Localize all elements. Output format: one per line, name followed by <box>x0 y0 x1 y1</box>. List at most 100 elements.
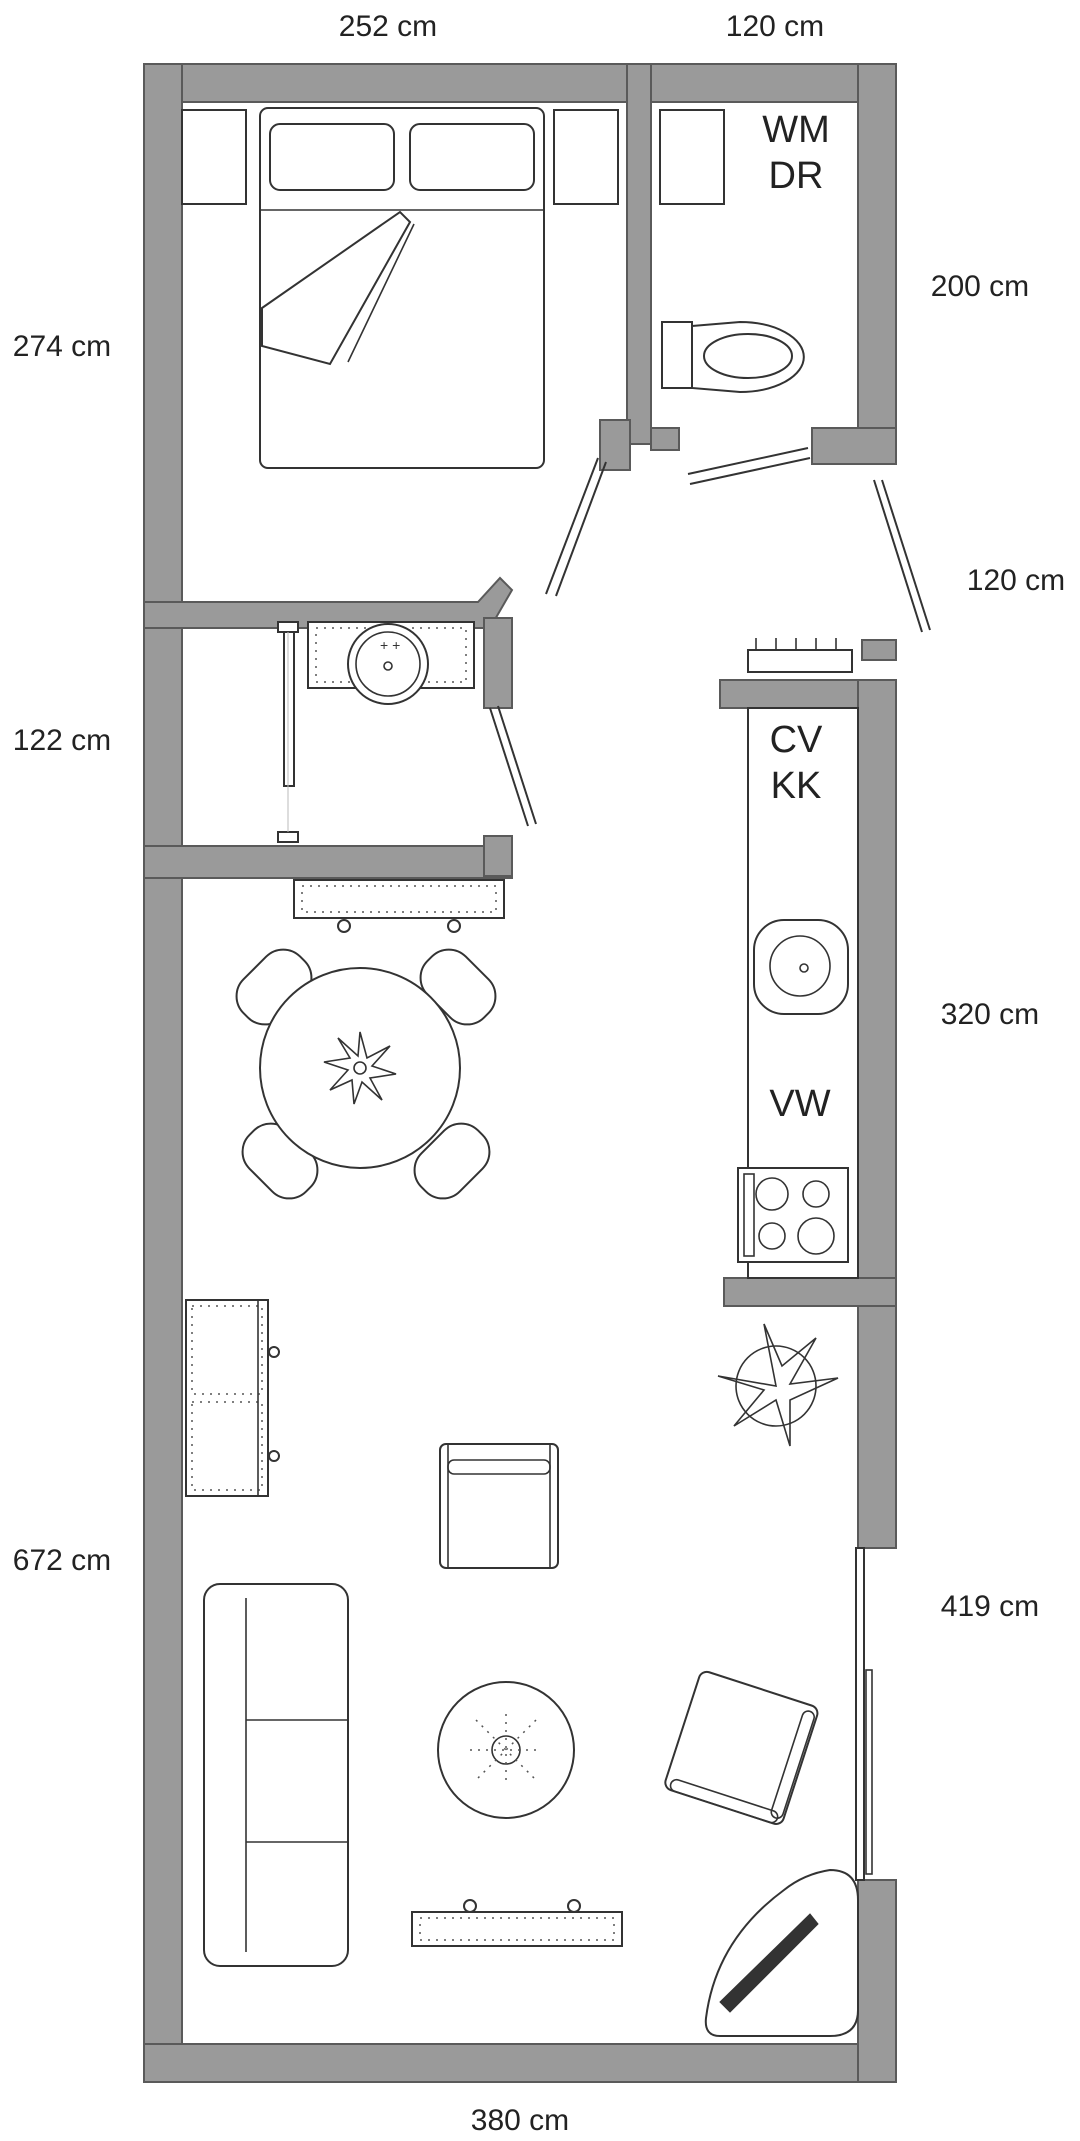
wall-washroom-right <box>483 617 513 709</box>
bookcase-knob-1 <box>268 1346 280 1358</box>
sofa[interactable] <box>203 1583 349 1967</box>
armchair-angled[interactable] <box>663 1670 819 1826</box>
washer-dryer-stack[interactable] <box>659 109 725 205</box>
coffee-table[interactable] <box>437 1681 575 1819</box>
tv-bench-detail <box>419 1917 615 1941</box>
stove-knobs <box>743 1173 755 1257</box>
hall-door-edge <box>873 479 923 633</box>
hall-door[interactable] <box>881 479 931 631</box>
stove[interactable] <box>737 1167 849 1263</box>
bathroom-door[interactable] <box>687 447 809 475</box>
bathroom: WM DR <box>659 109 931 633</box>
bedroom-door-edge <box>545 457 599 595</box>
cabinet-label: KK <box>771 765 822 807</box>
wall-bath-right <box>857 63 897 465</box>
sink-bowl[interactable] <box>347 623 429 705</box>
armchair-back <box>447 1459 551 1475</box>
radiator <box>747 649 853 673</box>
armchair-back <box>669 1778 779 1824</box>
wall-bedroom-bottom <box>143 576 514 629</box>
dim-washroom-height: 122 cm <box>13 724 111 757</box>
duvet-fold <box>261 210 412 366</box>
fridge-label: VW <box>769 1083 830 1125</box>
window-sash[interactable] <box>865 1669 873 1875</box>
dim-bottom-width: 380 cm <box>471 2104 569 2137</box>
toilet-seat <box>703 333 793 379</box>
toilet[interactable] <box>661 320 805 394</box>
tap-icon: + + <box>380 637 400 653</box>
nightstand-left[interactable] <box>181 109 247 205</box>
burner-3 <box>758 1222 786 1250</box>
wall-washroom-bottom <box>143 845 513 879</box>
wall-left <box>143 63 183 2083</box>
bed[interactable] <box>259 107 545 469</box>
wall-washroom-bottom-stub <box>483 835 513 877</box>
dim-window-width: 419 cm <box>941 1590 1039 1623</box>
walls <box>143 63 897 2083</box>
burner-1 <box>755 1177 789 1211</box>
nightstand-right[interactable] <box>553 109 619 205</box>
armchair-frame <box>664 1670 819 1825</box>
toilet-tank <box>661 321 693 389</box>
shower-screen-base <box>277 831 299 843</box>
shower-screen <box>283 625 295 787</box>
wall-bedroom-door-stub <box>599 419 631 471</box>
sideboard-detail <box>301 885 497 913</box>
centerpiece-icon <box>470 1714 542 1786</box>
bathroom-door-edge <box>689 457 811 485</box>
wall-right-bottom <box>857 1879 897 2083</box>
tv-bench-knob-2 <box>567 1899 581 1913</box>
dim-living-height: 672 cm <box>13 1544 111 1577</box>
duvet-fold-line <box>347 223 415 363</box>
dining-chair-bottom-right[interactable] <box>405 1114 500 1209</box>
drain-icon <box>383 661 393 671</box>
bookcase[interactable] <box>185 1299 269 1497</box>
bookcase-shelf-top <box>191 1305 263 1395</box>
bedroom-door[interactable] <box>555 461 607 597</box>
tv-icon <box>719 1913 819 2013</box>
boiler-label: CV <box>770 719 823 761</box>
window <box>855 1547 865 1881</box>
tv-corner-unit[interactable] <box>704 1868 859 2037</box>
pillow-right <box>409 123 535 191</box>
sideboard-knob-1 <box>337 919 351 933</box>
washroom-door-edge <box>489 707 529 827</box>
dryer-label: DR <box>769 155 824 197</box>
dining-table[interactable] <box>259 967 461 1169</box>
wall-kitchen-right <box>857 679 897 1307</box>
dim-bedroom-height: 274 cm <box>13 330 111 363</box>
tv-bench[interactable] <box>411 1911 623 1947</box>
washer-label: WM <box>762 109 830 151</box>
wall-kitchen-bottom <box>723 1277 897 1307</box>
armchair-frame <box>439 1443 559 1569</box>
dim-bath-height: 200 cm <box>931 270 1029 303</box>
wall-top <box>143 63 897 103</box>
burner-2 <box>802 1180 830 1208</box>
sofa-frame <box>203 1583 349 1967</box>
washroom-door[interactable] <box>497 705 537 825</box>
wall-bottom <box>143 2043 897 2083</box>
wall-hall-stub <box>861 639 897 661</box>
kitchen-sink[interactable] <box>753 919 849 1015</box>
wall-right-lower <box>857 1305 897 1549</box>
pillow-left <box>269 123 395 191</box>
kitchen-drain-icon <box>799 963 809 973</box>
sink-inner <box>355 631 421 697</box>
wall-bath-stub-right <box>811 427 897 465</box>
living <box>185 1299 873 2037</box>
burner-4 <box>797 1217 835 1255</box>
dim-bath-width: 120 cm <box>726 10 824 43</box>
chair-seat <box>413 1122 491 1200</box>
wall-bath-stub-left <box>650 427 680 451</box>
bookcase-knob-2 <box>268 1450 280 1462</box>
sideboard-knob-2 <box>447 919 461 933</box>
bookcase-shelf-bottom <box>191 1401 263 1491</box>
armchair-top[interactable] <box>439 1443 559 1569</box>
washroom: + + <box>277 621 537 843</box>
dim-bedroom-width: 252 cm <box>339 10 437 43</box>
dim-kitchen-length: 320 cm <box>941 998 1039 1031</box>
dining <box>235 879 505 1209</box>
wall-bed-bath <box>626 63 652 445</box>
sink-counter-detail <box>315 627 467 683</box>
